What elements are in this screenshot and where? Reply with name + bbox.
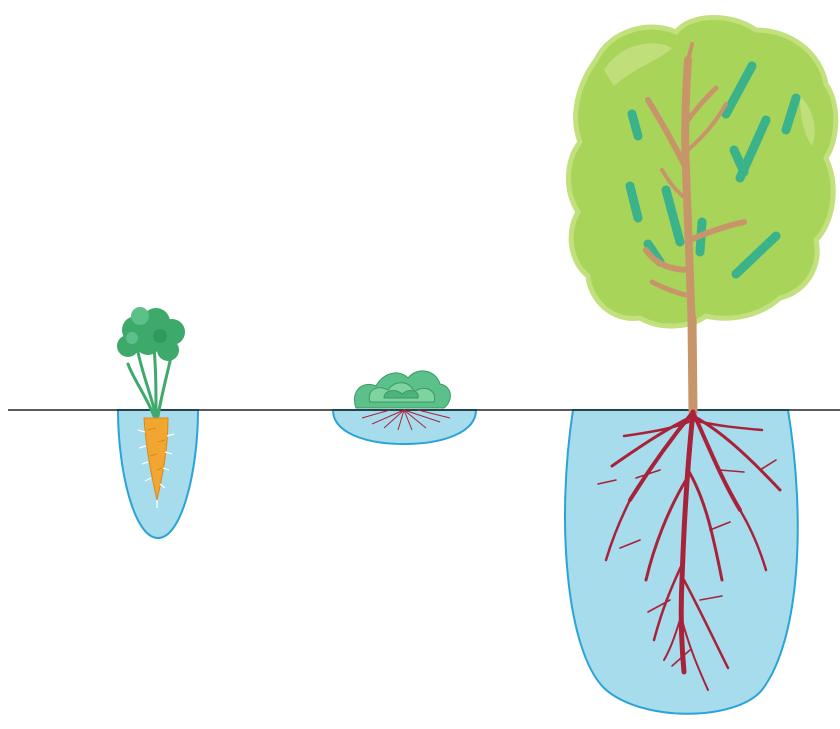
carrot-leaves — [117, 307, 185, 361]
lettuce-leaves — [354, 371, 450, 408]
lettuce-root-zone — [333, 410, 476, 444]
